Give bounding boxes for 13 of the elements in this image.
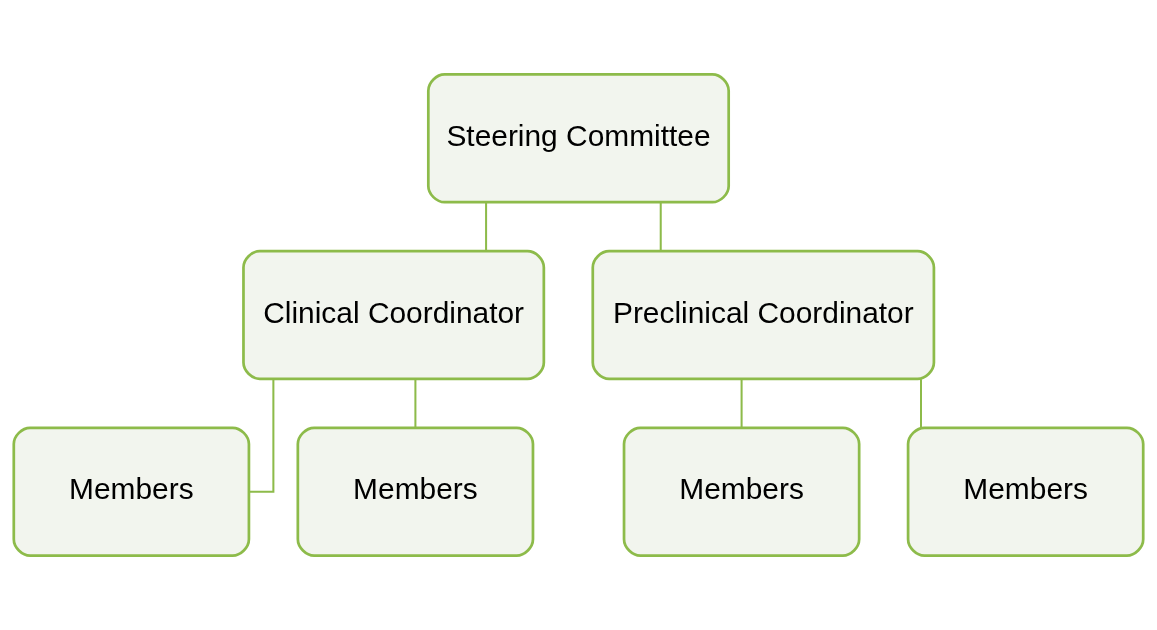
node-box: Steering Committee	[426, 73, 731, 204]
node-box: Members	[296, 426, 535, 557]
node-box: Members	[12, 426, 251, 557]
node-box: Preclinical Coordinator	[591, 249, 936, 381]
connector	[659, 202, 662, 252]
connector	[414, 379, 417, 428]
connector	[485, 202, 488, 252]
connector	[920, 379, 922, 428]
node-box: Members	[622, 426, 861, 557]
node-box: Members	[906, 426, 1145, 557]
node-box: Clinical Coordinator	[242, 249, 546, 381]
connector	[249, 379, 275, 493]
connector	[740, 379, 743, 428]
